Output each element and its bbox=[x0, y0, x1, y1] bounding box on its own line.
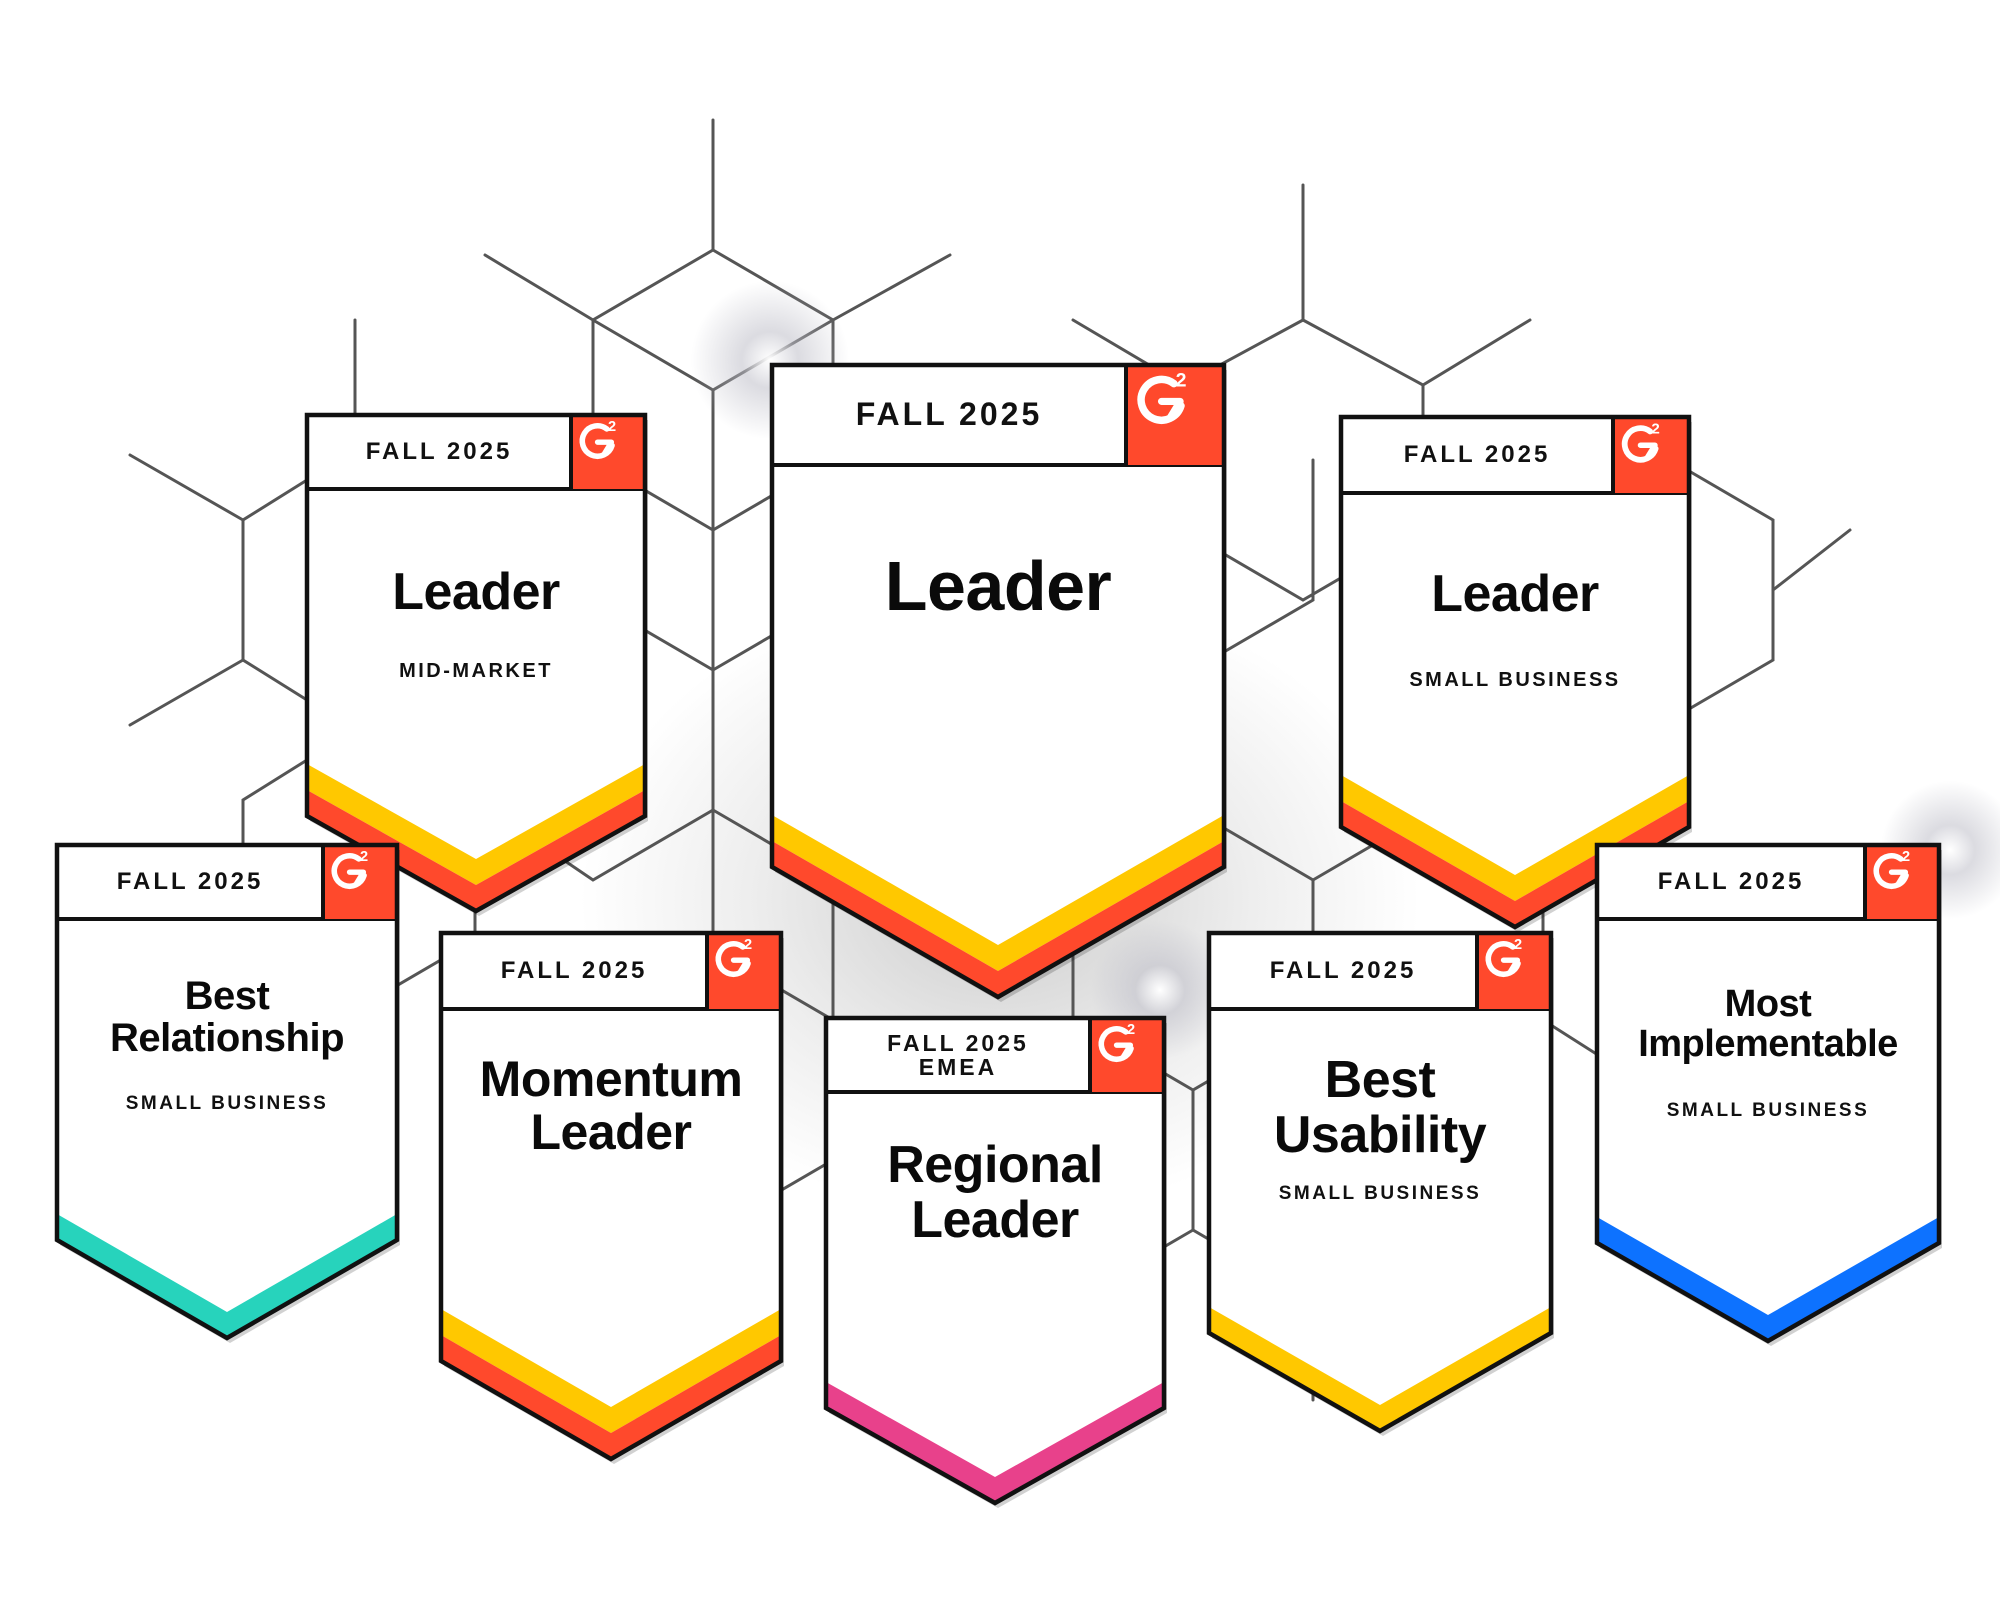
g2-logo-icon: 2 bbox=[1873, 849, 1910, 890]
g2-logo: 2 bbox=[1126, 365, 1224, 465]
ribbon-band bbox=[441, 1309, 781, 1433]
badge-shape bbox=[823, 1015, 1167, 1508]
badge-segment-label: SMALL BUSINESS bbox=[125, 1093, 329, 1114]
g2-logo: 2 bbox=[1090, 1018, 1164, 1092]
ribbon-band bbox=[1597, 1217, 1939, 1341]
svg-text:2: 2 bbox=[1651, 421, 1659, 438]
ribbon-band bbox=[441, 1335, 781, 1459]
svg-text:2: 2 bbox=[744, 937, 752, 953]
badge-shape bbox=[54, 842, 400, 1343]
badge-segment-label: SMALL BUSINESS bbox=[1666, 1100, 1870, 1121]
g2-logo-icon: 2 bbox=[331, 849, 368, 890]
ribbon-band bbox=[772, 815, 1224, 971]
g2-logo-icon: 2 bbox=[1098, 1022, 1135, 1063]
g2-logo: 2 bbox=[1477, 933, 1551, 1009]
badge-shape bbox=[1206, 930, 1554, 1436]
badge-title: Leader bbox=[392, 563, 560, 621]
g2-logo-icon: 2 bbox=[579, 419, 616, 460]
badge-season-label: FALL 2025 bbox=[365, 438, 513, 466]
badge-segment-label: SMALL BUSINESS bbox=[1409, 669, 1621, 691]
svg-text:2: 2 bbox=[1176, 369, 1187, 391]
g2-logo-icon: 2 bbox=[1137, 369, 1187, 424]
g2-logo: 2 bbox=[571, 415, 645, 489]
badge-shape bbox=[438, 930, 784, 1464]
badge-shape bbox=[304, 412, 648, 916]
badge-season-label: FALL 2025 bbox=[1657, 868, 1805, 896]
badge-season-label: FALL 2025 bbox=[116, 868, 264, 896]
ribbon-band bbox=[307, 764, 645, 885]
g2-logo: 2 bbox=[323, 845, 397, 919]
svg-text:2: 2 bbox=[1514, 937, 1522, 953]
g2-logo: 2 bbox=[1865, 845, 1939, 919]
badge-season-label: FALL 2025 EMEA bbox=[887, 1029, 1029, 1080]
g2-logo-icon: 2 bbox=[1621, 421, 1660, 463]
badge-title: Leader bbox=[1431, 565, 1599, 623]
svg-text:2: 2 bbox=[1127, 1022, 1135, 1038]
svg-text:2: 2 bbox=[608, 419, 616, 435]
ribbon-band bbox=[57, 1214, 397, 1338]
badge-shape bbox=[1594, 842, 1942, 1346]
badge-title: Momentum Leader bbox=[479, 1051, 743, 1160]
svg-text:2: 2 bbox=[1902, 849, 1910, 865]
badge-season-label: FALL 2025 bbox=[1403, 441, 1551, 469]
badge-season-label: FALL 2025 bbox=[1269, 957, 1417, 985]
badge-title: Regional Leader bbox=[887, 1136, 1103, 1249]
badge-segment-label: MID-MARKET bbox=[399, 660, 553, 682]
badge-title: Leader bbox=[884, 547, 1112, 625]
g2-logo: 2 bbox=[707, 933, 781, 1009]
badge-title: Most Implementable bbox=[1638, 983, 1898, 1065]
g2-logo-icon: 2 bbox=[715, 937, 752, 978]
g2-logo-icon: 2 bbox=[1485, 937, 1522, 978]
badge-title: Best Usability bbox=[1273, 1051, 1487, 1164]
ribbon-band bbox=[826, 1382, 1164, 1503]
g2-logo: 2 bbox=[1613, 417, 1689, 493]
badge-title: Best Relationship bbox=[109, 974, 345, 1060]
badge-season-label: FALL 2025 bbox=[500, 957, 648, 985]
svg-text:2: 2 bbox=[360, 849, 368, 865]
badge-season-label: FALL 2025 bbox=[855, 396, 1043, 433]
ribbon-band bbox=[1209, 1307, 1551, 1431]
ribbon-band bbox=[1341, 775, 1689, 901]
badge-segment-label: SMALL BUSINESS bbox=[1278, 1183, 1482, 1204]
